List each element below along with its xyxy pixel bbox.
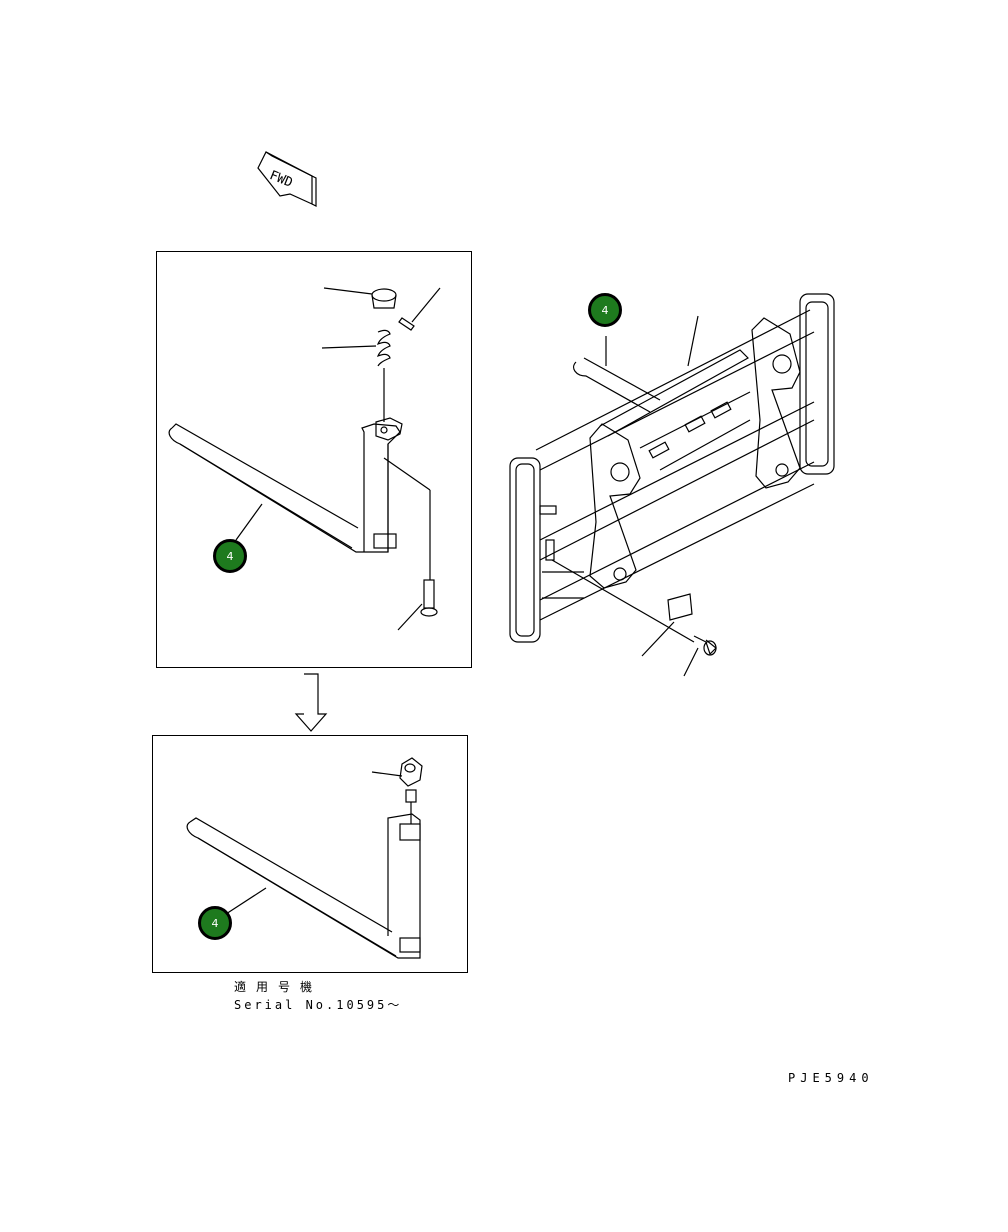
- item-marker-carriage: 4: [588, 293, 622, 327]
- pin-cap-part: [323, 287, 397, 309]
- lower-detail-frame: [152, 735, 468, 973]
- spring-part: [321, 329, 391, 422]
- leader-fork-upper: [235, 503, 263, 541]
- drawing-code: PJE5940: [788, 1071, 874, 1085]
- item-marker-fork-upper: 4: [213, 539, 247, 573]
- fork-pin-part: [383, 457, 438, 631]
- roll-pin-part: [398, 287, 441, 331]
- down-arrow-icon: [294, 673, 328, 732]
- fork-upper: [168, 417, 403, 553]
- serial-caption: Serial No.10595～: [234, 998, 403, 1012]
- fork-lock-part: [371, 757, 423, 824]
- bolt-part: [683, 635, 717, 677]
- decal-plate-part: [551, 559, 695, 657]
- leader-carriage-shaft: [687, 315, 699, 367]
- serial-caption-jp: 適用号機: [234, 980, 323, 994]
- leader-fork-lower: [225, 887, 267, 915]
- fork-carriage: [509, 293, 835, 643]
- fwd-arrow-icon: FWD: [257, 151, 317, 207]
- item-marker-fork-lower: 4: [198, 906, 232, 940]
- upper-detail-frame: [156, 251, 472, 668]
- fork-lower: [186, 813, 421, 959]
